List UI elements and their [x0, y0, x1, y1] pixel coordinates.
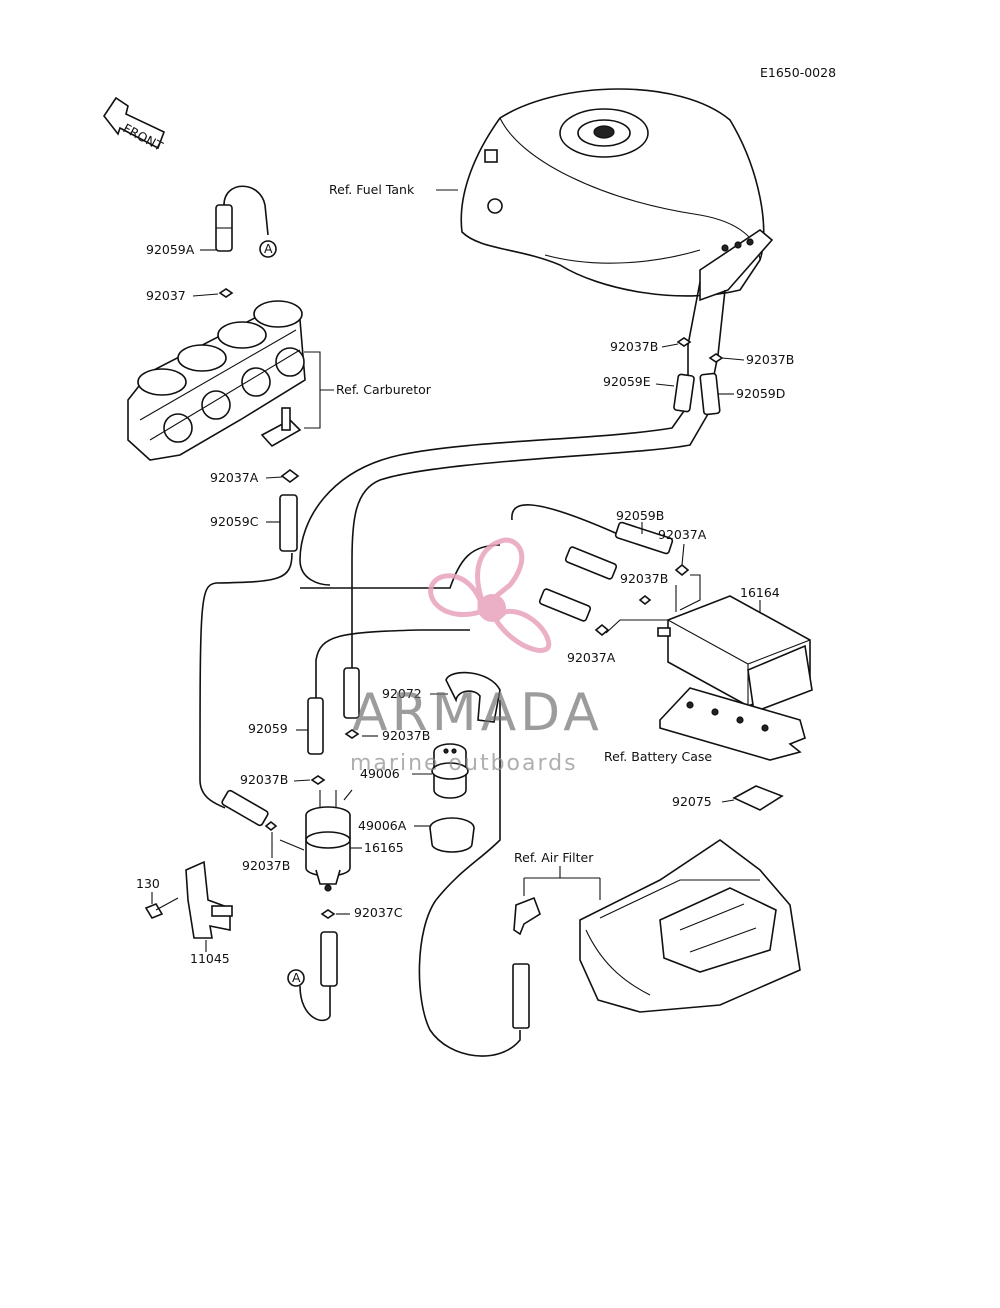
label-92037b-6: 92037B [242, 858, 290, 873]
hose-92059 [307, 697, 324, 755]
hose-route-main [299, 410, 685, 586]
connector-a-top: A [259, 240, 277, 258]
label-49006: 49006 [360, 766, 400, 781]
label-ref-carburetor: Ref. Carburetor [336, 382, 432, 397]
label-ref-air-filter: Ref. Air Filter [514, 850, 594, 865]
hose-route-secondary [351, 413, 709, 670]
air-filter-fitting [513, 896, 541, 936]
label-92037a-3: 92037A [567, 650, 616, 665]
label-92037b-2: 92037B [746, 352, 794, 367]
clamp-92037c [320, 909, 336, 919]
svg-text:A: A [292, 970, 301, 985]
label-92037b-4: 92037B [382, 728, 430, 743]
connector-a-bottom: A [287, 969, 305, 987]
air-filter-box [579, 839, 801, 1013]
hose-92059d [699, 372, 721, 416]
label-ref-fuel-tank: Ref. Fuel Tank [329, 182, 415, 197]
filter-49006 [431, 743, 469, 799]
propeller-logo-icon [428, 537, 552, 653]
label-92037b-1: 92037B [610, 339, 658, 354]
armada-watermark: ARMADA marine outboards [350, 537, 603, 776]
label-92037c: 92037C [354, 905, 403, 920]
label-92037b-5: 92037B [240, 772, 288, 787]
label-92072: 92072 [382, 686, 422, 701]
label-130: 130 [136, 876, 160, 891]
air-filter-leader [523, 866, 601, 900]
hose-92059c [279, 494, 298, 552]
grommet-49006a [429, 817, 475, 853]
hose-pump-left [221, 789, 269, 827]
label-49006a: 49006A [358, 818, 407, 833]
label-92059c: 92059C [210, 514, 259, 529]
hose-92059-upper [343, 667, 360, 719]
label-92037b-3: 92037B [620, 571, 668, 586]
label-92059d: 92059D [736, 386, 785, 401]
front-arrow-icon: FRONT [103, 96, 166, 154]
hose-route-mid [315, 629, 470, 700]
clamp-92037a-2 [674, 563, 690, 577]
clamp-92037b-4 [344, 729, 360, 739]
clamp-92037b-6 [264, 820, 278, 832]
label-92037a-2: 92037A [658, 527, 707, 542]
label-92059b: 92059B [616, 508, 664, 523]
hose-lower [320, 931, 338, 987]
carburetor-leader [304, 351, 334, 429]
hose-92059a [215, 185, 269, 252]
hose-route-airfilter [418, 899, 521, 1057]
clamp-92037b-5 [310, 775, 326, 785]
pad-92075 [732, 785, 784, 811]
label-92059e: 92059E [603, 374, 651, 389]
watermark-brand: ARMADA [352, 683, 603, 743]
bracket-11045 [185, 860, 233, 939]
pipe-92059b [614, 521, 674, 555]
hose-92059e [673, 373, 695, 413]
diagram-code: E1650-0028 [760, 65, 836, 80]
clamp-92037a-1 [280, 469, 300, 483]
hose-canister-lower [538, 588, 592, 622]
hose-lower-loop [299, 985, 331, 1022]
clamp-92037a-3 [594, 623, 610, 637]
svg-text:A: A [264, 241, 273, 256]
label-ref-battery-case: Ref. Battery Case [604, 749, 712, 764]
air-filter-hose [512, 963, 530, 1029]
hose-route-airfilter-up [435, 700, 501, 901]
label-92037: 92037 [146, 288, 186, 303]
hose-route-canister-top [511, 504, 621, 536]
carburetor-assembly [127, 300, 306, 461]
canister-16164 [657, 595, 813, 714]
clamp-92037b-1 [676, 337, 692, 347]
label-92059a: 92059A [146, 242, 195, 257]
label-92075: 92075 [672, 794, 712, 809]
label-16165: 16165 [364, 840, 404, 855]
label-92059: 92059 [248, 721, 288, 736]
label-11045: 11045 [190, 951, 230, 966]
clamp-92037b-2 [708, 353, 724, 363]
clip-92037 [218, 288, 234, 298]
fuel-tank [460, 88, 774, 302]
bolt-130 [144, 897, 179, 919]
label-16164: 16164 [740, 585, 780, 600]
fuel-pump-16165 [305, 789, 353, 892]
watermark-tagline: marine outboards [350, 751, 578, 776]
clamp-92037b-3 [638, 594, 652, 606]
hose-canister-upper [564, 546, 618, 580]
strap-92072 [445, 671, 501, 723]
battery-case-bracket [659, 687, 806, 761]
tank-outlet-hose-e [687, 281, 701, 375]
label-92037a-1: 92037A [210, 470, 259, 485]
hose-route-left-loop [199, 552, 293, 809]
